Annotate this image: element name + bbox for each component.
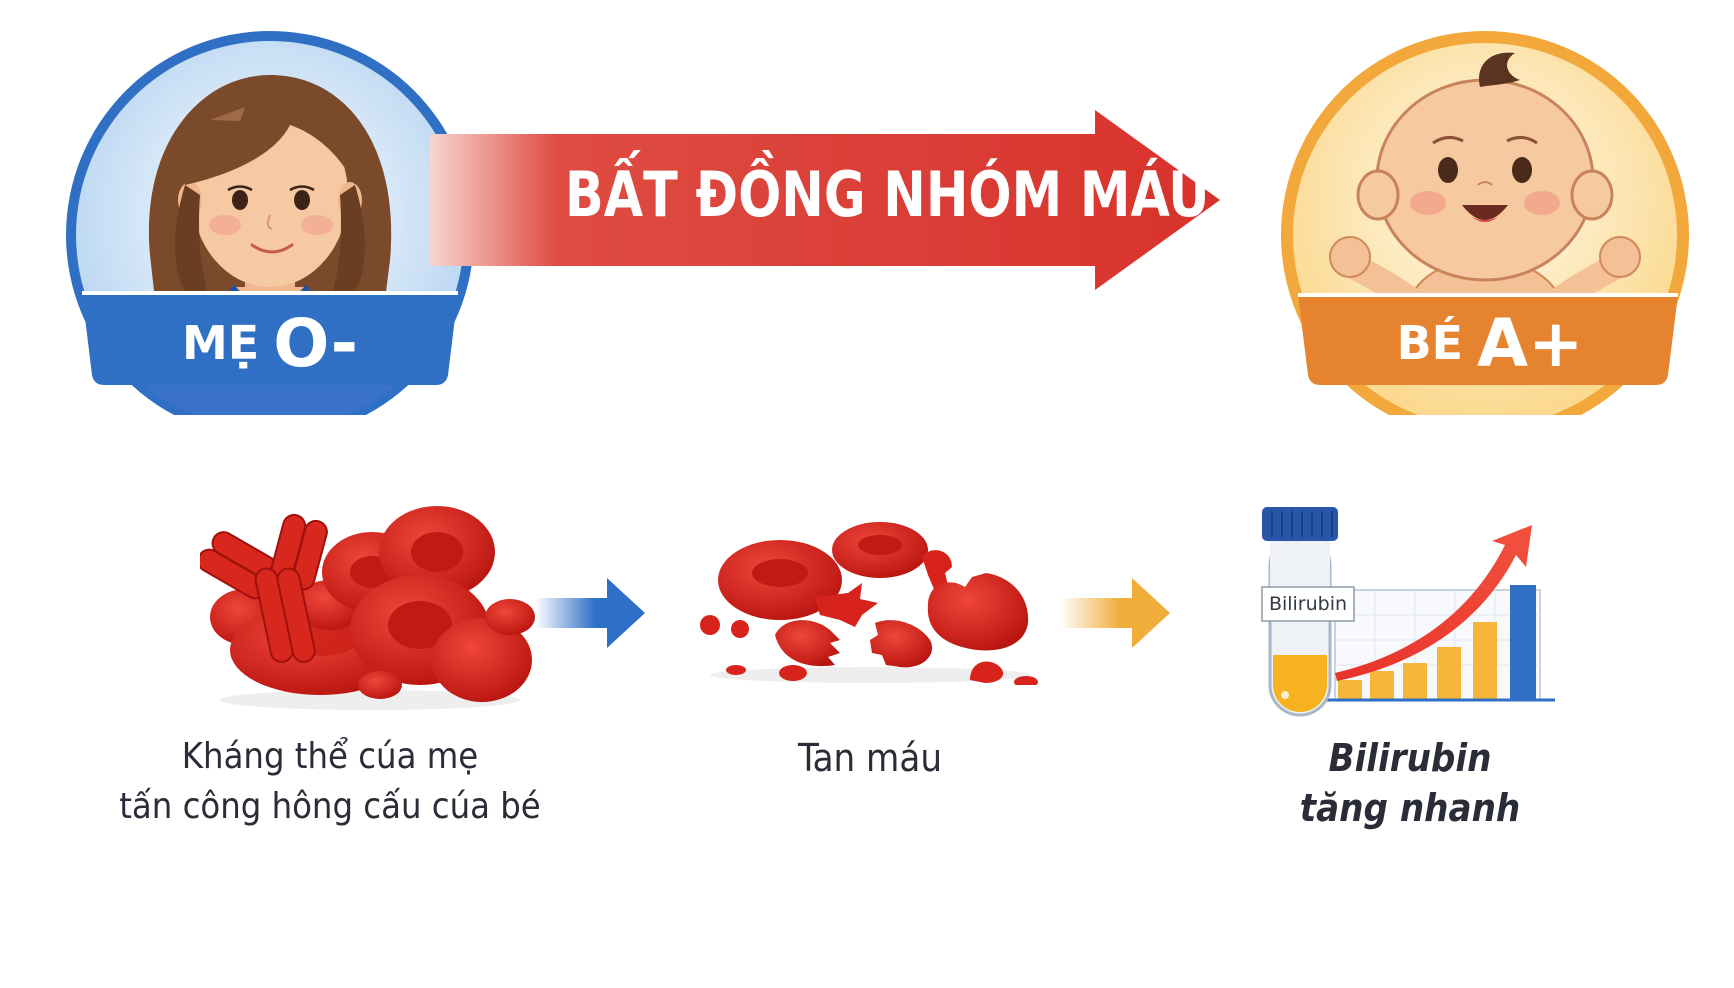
blue-arrow-right-icon	[535, 578, 645, 648]
mother-avatar-icon	[66, 31, 474, 415]
step-antibody-attack: Kháng thể cúa mẹ tấn công hông cấu cúa b…	[100, 500, 560, 840]
step3-caption-line2: tăng nhanh	[1299, 786, 1521, 830]
baby-blood-type: A+	[1477, 304, 1584, 382]
baby-label-prefix: BÉ	[1396, 316, 1464, 370]
step3-caption-line1: Bilirubin	[1328, 736, 1492, 780]
antibody-attacking-red-cells-icon	[200, 506, 535, 710]
step1-caption-line2: tấn công hông cấu cúa bé	[119, 786, 541, 827]
banner-title: BẤT ĐỒNG NHÓM MÁU	[565, 158, 1210, 231]
tube-label: Bilirubin	[1268, 593, 1348, 615]
baby-badge: BÉ A+	[1270, 25, 1700, 415]
blood-incompatibility-banner: BẤT ĐỒNG NHÓM MÁU	[430, 110, 1220, 290]
mother-badge: MẸ O-	[60, 25, 480, 415]
step1-caption: Kháng thể cúa mẹ tấn công hông cấu cúa b…	[100, 732, 560, 832]
step-hemolysis: Tan máu	[690, 515, 1050, 795]
step-bilirubin-rise: Bilirubin Bilirubin tăng nhanh	[1240, 495, 1580, 835]
red-banner-arrow-icon	[430, 110, 1220, 290]
step3-caption: Bilirubin tăng nhanh	[1240, 733, 1580, 833]
baby-avatar-icon	[1281, 31, 1689, 415]
step2-caption: Tan máu	[798, 736, 942, 780]
mother-label: MẸ O-	[120, 305, 420, 382]
step1-caption-line1: Kháng thể cúa mẹ	[181, 736, 479, 777]
orange-arrow-right-icon	[1060, 578, 1170, 648]
mother-blood-type: O-	[273, 304, 358, 382]
mother-label-prefix: MẸ	[182, 316, 260, 370]
bilirubin-rising-chart-icon	[1261, 507, 1555, 717]
baby-label: BÉ A+	[1340, 305, 1640, 382]
hemolysis-broken-cells-icon	[700, 522, 1038, 685]
